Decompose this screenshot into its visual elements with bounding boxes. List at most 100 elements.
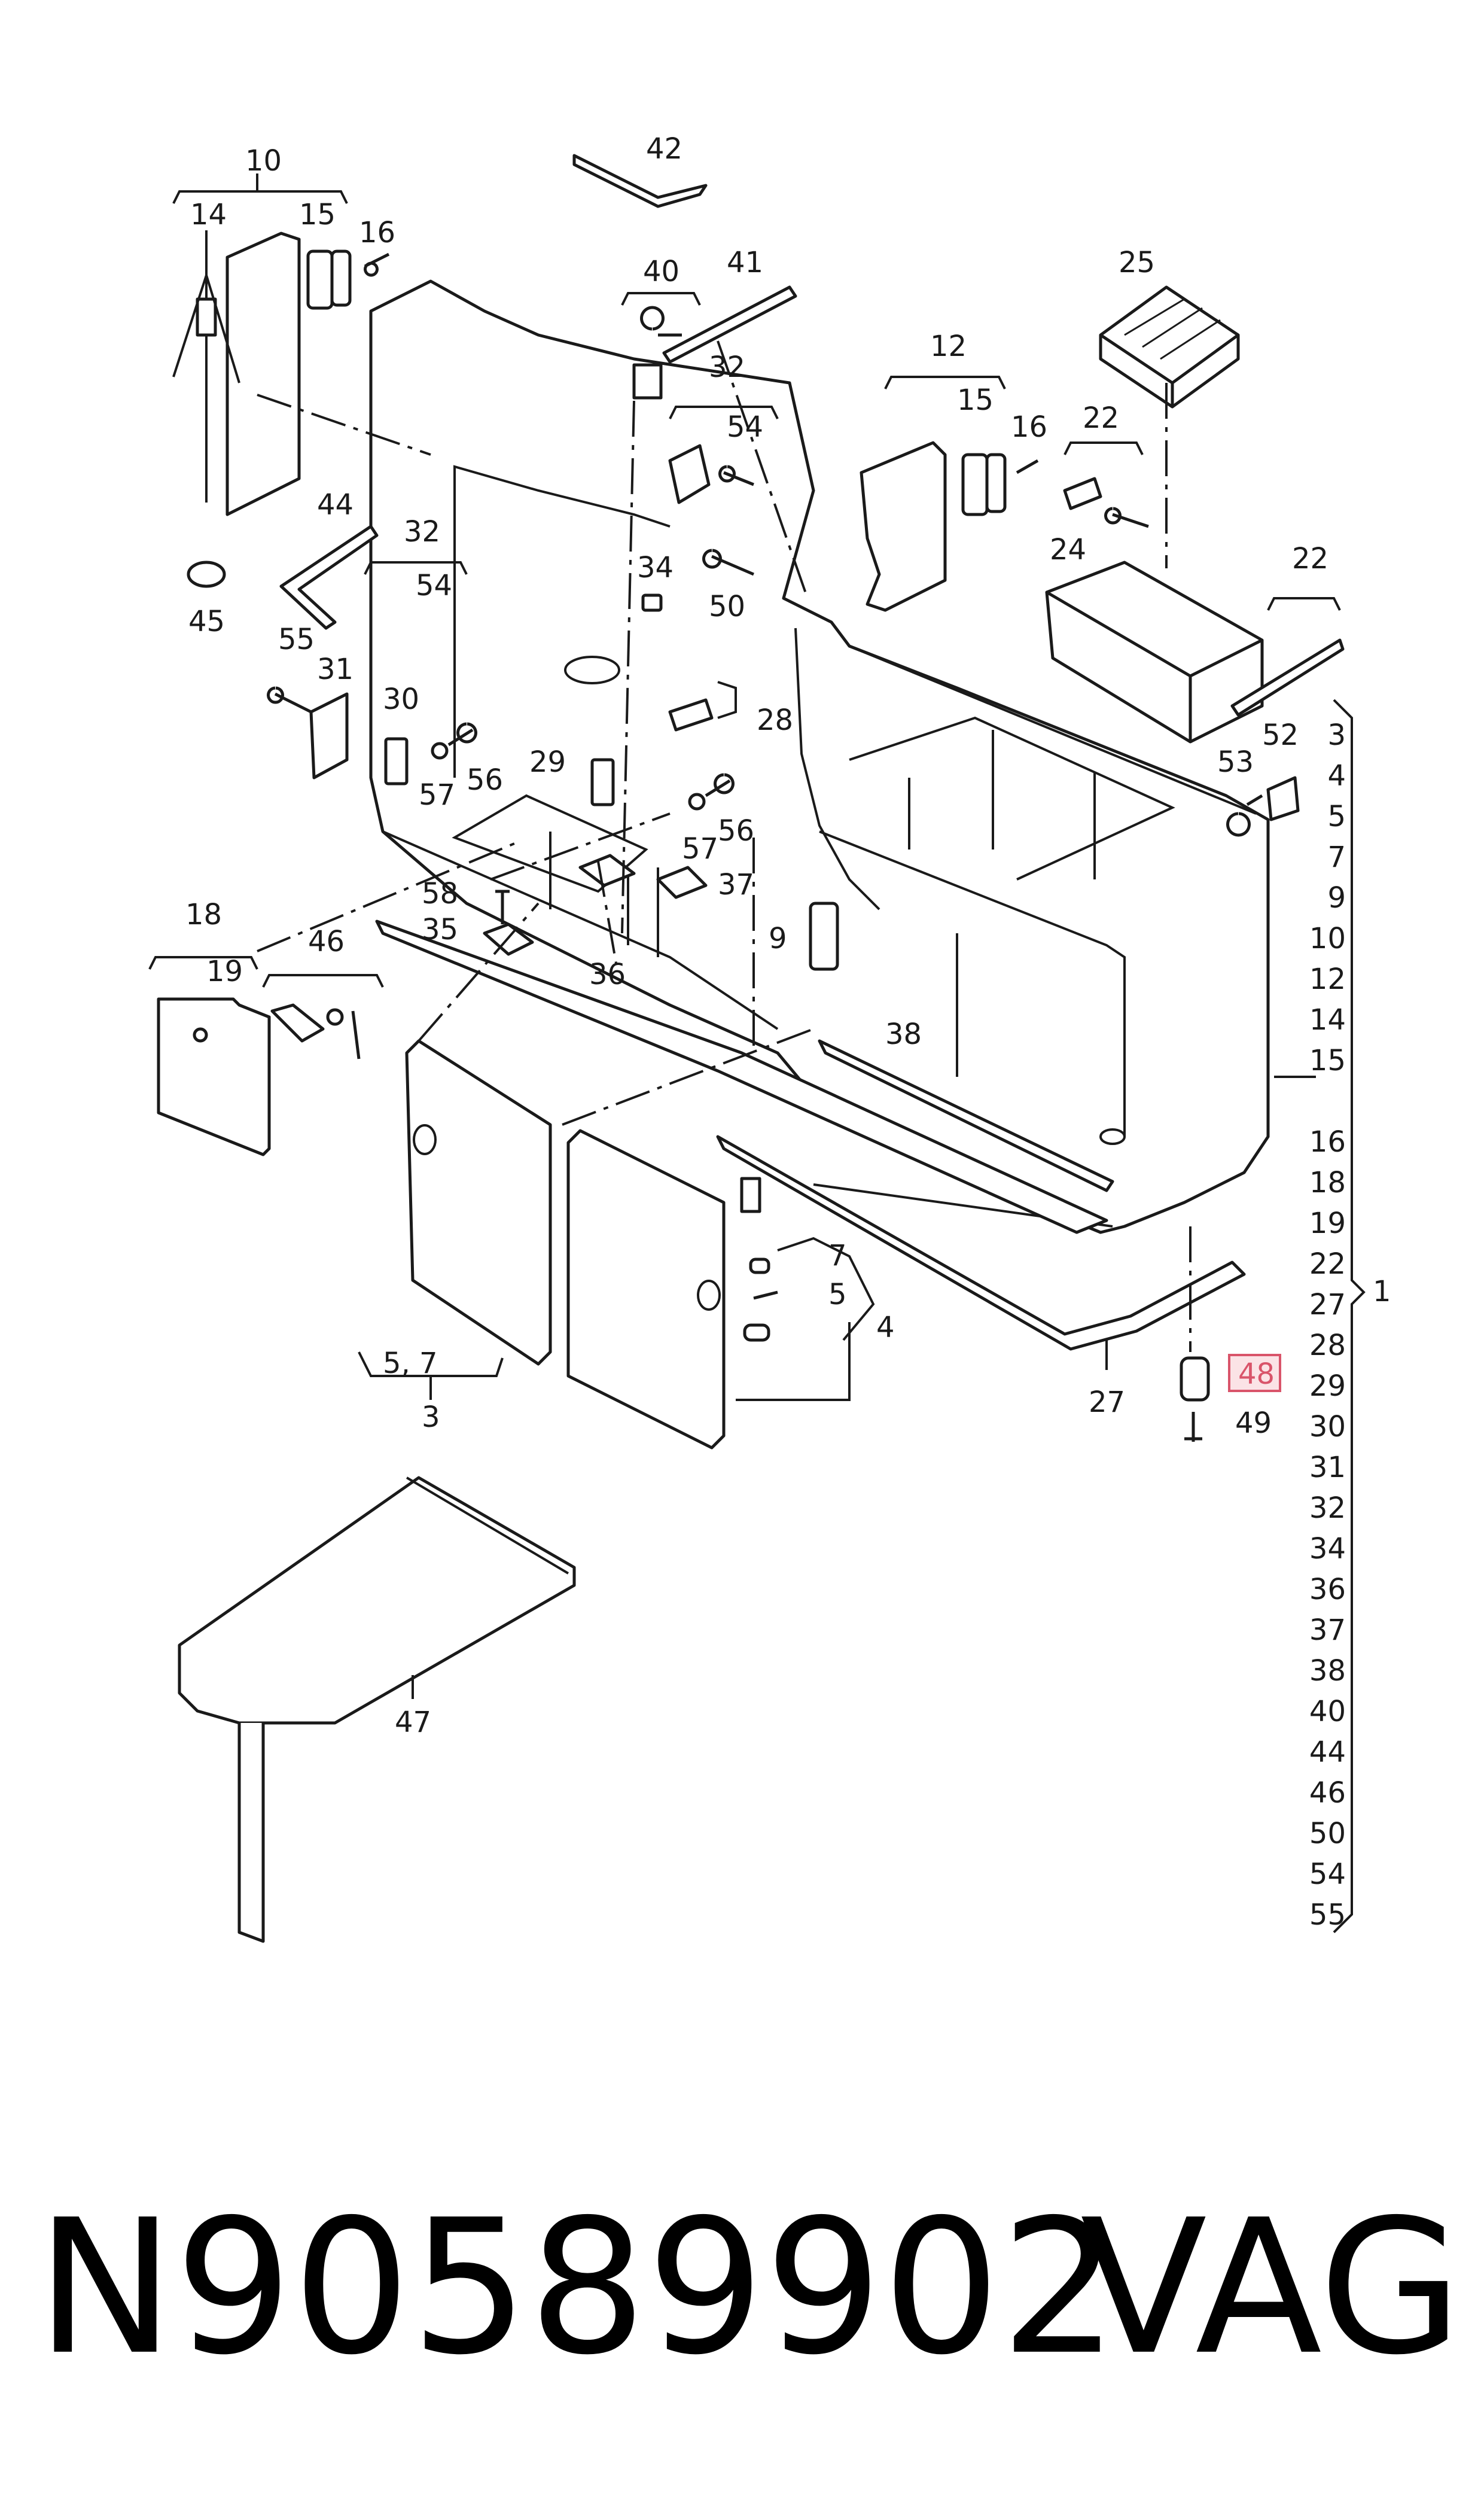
clip bbox=[632, 363, 663, 400]
assembly-bracket bbox=[1333, 699, 1366, 1934]
door-panel bbox=[860, 441, 947, 612]
callout-46: 46 bbox=[308, 925, 345, 958]
latch bbox=[749, 1258, 770, 1274]
callout-37: 37 bbox=[718, 868, 754, 902]
callout-54: 54 bbox=[727, 410, 763, 444]
legend-item: 50 bbox=[1309, 1817, 1346, 1850]
callout-18: 18 bbox=[185, 898, 222, 931]
callout-49: 49 bbox=[1235, 1406, 1272, 1440]
callout-35: 35 bbox=[422, 913, 458, 946]
bracket bbox=[656, 866, 708, 899]
callout-45: 45 bbox=[188, 605, 225, 638]
legend-item: 5 bbox=[1327, 800, 1346, 833]
brand-name: VAG bbox=[1080, 2180, 1462, 2396]
callout-14: 14 bbox=[190, 198, 227, 232]
legend-item: 38 bbox=[1309, 1654, 1346, 1688]
legend-item: 44 bbox=[1309, 1735, 1346, 1769]
mounting-plate bbox=[384, 737, 409, 785]
callout-3: 3 bbox=[422, 1400, 440, 1434]
callout-32: 32 bbox=[709, 351, 745, 384]
sealing-strip bbox=[716, 1135, 1246, 1351]
legend-item: 29 bbox=[1309, 1369, 1346, 1403]
legend-item: 4 bbox=[1327, 759, 1346, 793]
callout-56: 56 bbox=[718, 814, 754, 848]
screw bbox=[1104, 507, 1149, 528]
callout-42: 42 bbox=[646, 132, 682, 166]
right-door bbox=[566, 1129, 726, 1450]
drawer-rail bbox=[818, 1039, 1114, 1192]
assembly-group-label: 1 bbox=[1373, 1275, 1391, 1308]
callout-10: 10 bbox=[245, 144, 282, 178]
callout-53: 53 bbox=[1217, 745, 1254, 779]
callout-48-highlighted: 48 bbox=[1238, 1357, 1275, 1391]
callout-47: 47 bbox=[395, 1706, 431, 1739]
label-plate bbox=[740, 1177, 761, 1213]
legend-item: 7 bbox=[1327, 841, 1346, 874]
callout-5: 5 bbox=[828, 1278, 847, 1311]
legend-item: 37 bbox=[1309, 1613, 1346, 1647]
legend-item: 32 bbox=[1309, 1491, 1346, 1525]
latch bbox=[743, 1323, 770, 1342]
bolt bbox=[705, 773, 735, 797]
hinge bbox=[306, 249, 334, 310]
screw bbox=[364, 252, 390, 277]
legend-item: 46 bbox=[1309, 1776, 1346, 1810]
callout-labels: 10 14 15 16 42 40 41 32 54 12 15 16 25 2… bbox=[185, 132, 1328, 1739]
callout-40: 40 bbox=[643, 255, 679, 288]
legend-item: 40 bbox=[1309, 1695, 1346, 1728]
drawer-runner bbox=[1230, 638, 1345, 717]
screw bbox=[702, 549, 754, 576]
callout-52: 52 bbox=[1262, 718, 1299, 752]
drawer bbox=[1045, 561, 1264, 744]
callout-30: 30 bbox=[383, 683, 419, 716]
part-number: N90589902 bbox=[36, 2180, 1119, 2396]
legend-item: 9 bbox=[1327, 881, 1346, 915]
trim-strip bbox=[375, 919, 1108, 1234]
callout-54: 54 bbox=[416, 569, 452, 602]
spring-clip bbox=[187, 561, 226, 588]
clip bbox=[641, 593, 663, 612]
hex-key bbox=[279, 525, 379, 630]
foot bbox=[1180, 1356, 1210, 1402]
hinge bbox=[985, 453, 1007, 513]
legend-item: 22 bbox=[1309, 1247, 1346, 1281]
legend-item: 12 bbox=[1309, 963, 1346, 996]
highlight-box-48 bbox=[1228, 1354, 1281, 1392]
callout-38: 38 bbox=[885, 1018, 922, 1051]
callout-57: 57 bbox=[419, 778, 455, 812]
fastener bbox=[267, 686, 312, 714]
legend-item: 3 bbox=[1327, 718, 1346, 752]
legend-item: 28 bbox=[1309, 1329, 1346, 1362]
washer bbox=[431, 742, 449, 760]
legend-item: 14 bbox=[1309, 1003, 1346, 1037]
callout-44: 44 bbox=[317, 488, 354, 522]
legend-item: 36 bbox=[1309, 1573, 1346, 1606]
callout-34: 34 bbox=[637, 551, 674, 584]
bracket bbox=[578, 854, 636, 887]
legend-item: 10 bbox=[1309, 922, 1346, 955]
hinge bbox=[330, 249, 352, 307]
screw bbox=[753, 1290, 778, 1300]
screw bbox=[1016, 459, 1039, 474]
callout-15: 15 bbox=[957, 383, 994, 417]
callout-41: 41 bbox=[727, 246, 763, 279]
side-panel bbox=[226, 232, 301, 516]
callout-32: 32 bbox=[404, 515, 440, 549]
callout-4: 4 bbox=[876, 1311, 895, 1344]
cabinet-body bbox=[369, 279, 1270, 1234]
callout-15: 15 bbox=[299, 198, 336, 232]
callout-22: 22 bbox=[1083, 401, 1119, 435]
hinge bbox=[961, 453, 989, 516]
callout-36: 36 bbox=[589, 958, 626, 991]
callout-31: 31 bbox=[317, 653, 354, 686]
legend-item: 31 bbox=[1309, 1451, 1346, 1484]
mounting-plate bbox=[590, 758, 615, 806]
bracket bbox=[572, 154, 708, 208]
callout-9: 9 bbox=[769, 922, 787, 955]
legend-item: 34 bbox=[1309, 1532, 1346, 1566]
drawer-bracket bbox=[1063, 477, 1102, 510]
callout-19: 19 bbox=[206, 955, 243, 988]
tray-insert bbox=[1099, 285, 1240, 409]
callout-25: 25 bbox=[1119, 246, 1155, 279]
